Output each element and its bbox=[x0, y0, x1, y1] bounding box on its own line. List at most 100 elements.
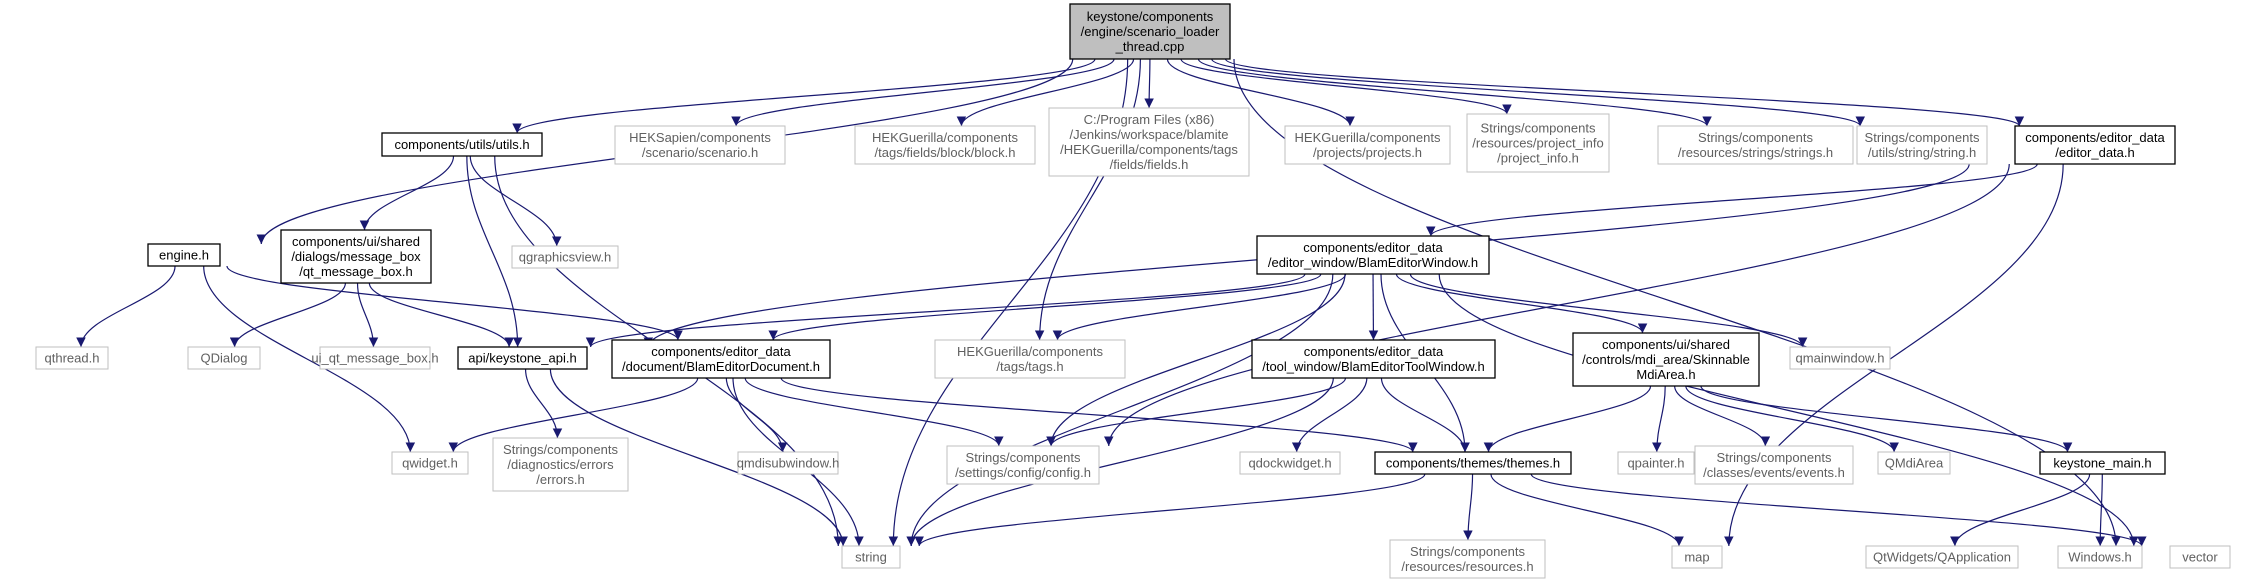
edge-msgbox-to-qdialog bbox=[229, 282, 347, 348]
node-box bbox=[1389, 539, 1546, 579]
node-keyapi[interactable]: api/keystone_api.h bbox=[457, 346, 588, 370]
node-box bbox=[1239, 451, 1341, 475]
edge-blamwin-to-vector bbox=[1438, 273, 2139, 547]
node-qtapp[interactable]: QtWidgets/QApplication bbox=[1865, 545, 2019, 569]
node-root[interactable]: keystone/components/engine/scenario_load… bbox=[1069, 3, 1231, 60]
node-config[interactable]: Strings/components/settings/config/confi… bbox=[946, 445, 1100, 485]
node-editordata[interactable]: components/editor_data/editor_data.h bbox=[2014, 125, 2176, 165]
node-blamwin[interactable]: components/editor_data/editor_window/Bla… bbox=[1256, 235, 1490, 275]
node-tooldwin[interactable]: components/editor_data/tool_window/BlamE… bbox=[1251, 339, 1496, 379]
node-label-line: components/editor_data bbox=[1303, 240, 1443, 255]
node-qgraphics[interactable]: qgraphicsview.h bbox=[511, 245, 619, 269]
node-qwidget[interactable]: qwidget.h bbox=[391, 451, 469, 475]
edge-root-to-tags bbox=[1034, 58, 1141, 341]
node-projects[interactable]: HEKGuerilla/components/projects/projects… bbox=[1284, 125, 1451, 165]
node-label-line: /projects/projects.h bbox=[1313, 145, 1422, 160]
edge-tooldwin-to-qdock bbox=[1291, 377, 1368, 453]
node-label-line: /tool_window/BlamEditorToolWindow.h bbox=[1262, 359, 1485, 374]
node-map[interactable]: map bbox=[1671, 545, 1723, 569]
node-themes[interactable]: components/themes/themes.h bbox=[1374, 451, 1572, 475]
node-box bbox=[1657, 125, 1854, 165]
edge-blamdoc-to-qmdisub bbox=[725, 377, 788, 453]
node-label-line: /qt_message_box.h bbox=[299, 264, 412, 279]
node-label-line: /diagnostics/errors bbox=[507, 457, 614, 472]
edge-engine-to-blamdoc bbox=[226, 265, 683, 341]
node-label-line: vector bbox=[2182, 550, 2218, 565]
node-label-line: qpainter.h bbox=[1627, 456, 1684, 471]
node-events[interactable]: Strings/components/classes/events/events… bbox=[1694, 445, 1854, 485]
edge-skinnable-to-events bbox=[1674, 385, 1771, 447]
node-box bbox=[934, 339, 1126, 379]
node-box bbox=[391, 451, 469, 475]
node-box bbox=[381, 132, 543, 157]
node-skinnable[interactable]: components/ui/shared/controls/mdi_area/S… bbox=[1572, 332, 1760, 387]
edge-root-to-editordata bbox=[1225, 58, 2024, 127]
node-utils[interactable]: components/utils/utils.h bbox=[381, 132, 543, 157]
node-fields[interactable]: C:/Program Files (x86)/Jenkins/workspace… bbox=[1048, 107, 1250, 177]
node-label-line: /classes/events/events.h bbox=[1703, 465, 1845, 480]
node-box bbox=[1856, 125, 1988, 165]
node-label-line: HEKGuerilla/components bbox=[957, 344, 1103, 359]
node-blamdoc[interactable]: components/editor_data/document/BlamEdit… bbox=[611, 339, 831, 379]
node-box bbox=[1256, 235, 1490, 275]
node-errors[interactable]: Strings/components/diagnostics/errors/er… bbox=[492, 437, 629, 492]
node-qdock[interactable]: qdockwidget.h bbox=[1239, 451, 1341, 475]
node-label-line: map bbox=[1684, 550, 1709, 565]
node-msgbox[interactable]: components/ui/shared/dialogs/message_box… bbox=[280, 229, 432, 284]
edge-utils-to-msgbox bbox=[359, 155, 455, 231]
node-label-line: components/ui/shared bbox=[1602, 337, 1730, 352]
node-label-line: C:/Program Files (x86) bbox=[1084, 112, 1215, 127]
node-label-line: HEKSapien/components bbox=[629, 130, 771, 145]
node-label-line: Strings/components bbox=[1410, 544, 1525, 559]
node-label-line: _thread.cpp bbox=[1115, 39, 1185, 54]
node-label-line: /resources/strings/strings.h bbox=[1678, 145, 1833, 160]
node-qthread[interactable]: qthread.h bbox=[35, 346, 109, 370]
node-label-line: /tags/tags.h bbox=[996, 359, 1063, 374]
node-projinfo[interactable]: Strings/components/resources/project_inf… bbox=[1466, 113, 1610, 173]
node-box bbox=[147, 243, 221, 267]
node-qdialog[interactable]: QDialog bbox=[187, 346, 261, 370]
node-label-line: /Jenkins/workspace/blamite bbox=[1070, 127, 1229, 142]
node-label-line: qmainwindow.h bbox=[1796, 351, 1885, 366]
node-label-line: qgraphicsview.h bbox=[519, 250, 612, 265]
node-resources[interactable]: Strings/components/resources/resources.h bbox=[1389, 539, 1546, 579]
node-qmdiarea[interactable]: QMdiArea bbox=[1877, 451, 1951, 475]
node-label-line: api/keystone_api.h bbox=[468, 351, 576, 366]
node-windows[interactable]: Windows.h bbox=[2057, 545, 2143, 569]
edge-engine-to-qthread bbox=[76, 265, 176, 348]
node-utilstring[interactable]: Strings/components/utils/string/string.h bbox=[1856, 125, 1988, 165]
node-label-line: /document/BlamEditorDocument.h bbox=[622, 359, 820, 374]
node-label-line: Windows.h bbox=[2068, 550, 2132, 565]
node-label-line: /fields/fields.h bbox=[1110, 157, 1189, 172]
node-tags[interactable]: HEKGuerilla/components/tags/tags.h bbox=[934, 339, 1126, 379]
node-label-line: Strings/components bbox=[1717, 450, 1832, 465]
edge-blamwin-to-string bbox=[906, 273, 1334, 547]
node-qmainwin[interactable]: qmainwindow.h bbox=[1789, 346, 1891, 370]
node-qpainter[interactable]: qpainter.h bbox=[1617, 451, 1695, 475]
edge-editordata-to-blamwin bbox=[1426, 163, 2038, 237]
edge-msgbox-to-uiqtmsg bbox=[356, 282, 379, 348]
node-box bbox=[1694, 445, 1854, 485]
edge-keymain-to-qtapp bbox=[1950, 473, 2091, 547]
node-box bbox=[1284, 125, 1451, 165]
node-label-line: HEKGuerilla/components bbox=[872, 130, 1018, 145]
node-block[interactable]: HEKGuerilla/components/tags/fields/block… bbox=[854, 125, 1036, 165]
node-label-line: /settings/config/config.h bbox=[955, 465, 1091, 480]
node-box bbox=[457, 346, 588, 370]
node-label-line: components/ui/shared bbox=[292, 234, 420, 249]
node-string[interactable]: string bbox=[841, 545, 901, 569]
node-vector[interactable]: vector bbox=[2169, 545, 2231, 569]
node-engine[interactable]: engine.h bbox=[147, 243, 221, 267]
edge-themes-to-string bbox=[914, 473, 1426, 547]
node-scenario[interactable]: HEKSapien/components/scenario/scenario.h bbox=[614, 125, 786, 165]
node-keymain[interactable]: keystone_main.h bbox=[2039, 451, 2166, 475]
edge-blamdoc-to-themes bbox=[780, 377, 1418, 453]
edge-skinnable-to-themes bbox=[1483, 385, 1652, 453]
node-box bbox=[1877, 451, 1951, 475]
node-strings[interactable]: Strings/components/resources/strings/str… bbox=[1657, 125, 1854, 165]
node-box bbox=[1572, 332, 1760, 387]
node-qmdisub[interactable]: qmdisubwindow.h bbox=[737, 451, 840, 475]
node-box bbox=[1251, 339, 1496, 379]
node-box bbox=[319, 346, 431, 370]
node-uiqtmsg[interactable]: ui_qt_message_box.h bbox=[311, 346, 439, 370]
